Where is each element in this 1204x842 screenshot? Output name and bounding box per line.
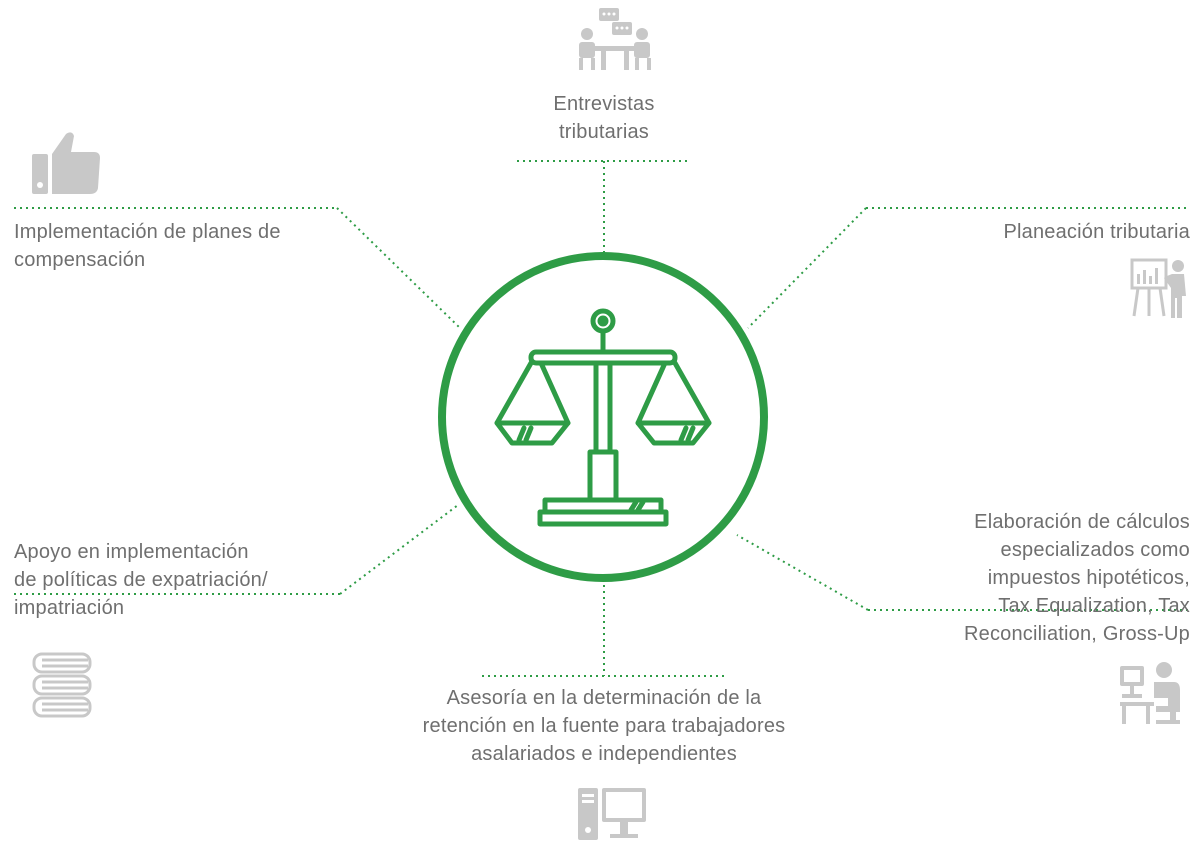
label-asesoria-retencion: Asesoría en la determinación de la reten…: [360, 684, 848, 768]
center-circle: [438, 252, 768, 582]
connector-bottom-left-diag: [339, 504, 459, 595]
label-line: Implementación de planes de: [14, 221, 281, 243]
label-apoyo-expatriacion: Apoyo en implementación de políticas de …: [14, 538, 354, 622]
office-worker-icon: [1120, 662, 1180, 724]
label-line: impuestos hipotéticos,: [987, 567, 1190, 589]
label-line: de políticas de expatriación/: [14, 569, 268, 591]
label-line: Planeación tributaria: [1003, 221, 1190, 243]
label-line: especializados como: [1000, 539, 1190, 561]
label-line: compensación: [14, 249, 146, 271]
presentation-icon: [1130, 258, 1186, 318]
label-line: tributarias: [558, 121, 649, 143]
label-implementacion-planes: Implementación de planes de compensación: [14, 218, 374, 274]
thumbs-up-icon: [32, 132, 100, 194]
connector-top-left-diag: [336, 207, 461, 329]
connector-top-right-diag: [747, 207, 867, 329]
label-calculos-especializados: Elaboración de cálculos especializados c…: [880, 508, 1190, 648]
label-line: Tax Equalization, Tax: [998, 595, 1190, 617]
label-line: Apoyo en implementación: [14, 541, 249, 563]
label-line: retención en la fuente para trabajadores: [422, 715, 786, 737]
label-line: Asesoría en la determinación de la: [446, 687, 762, 709]
label-line: asalariados e independientes: [471, 743, 737, 765]
meeting-icon: [579, 8, 651, 70]
label-entrevistas-tributarias: Entrevistas tributarias: [520, 90, 688, 146]
connector-bottom-right-diag: [736, 534, 869, 611]
desktop-computer-icon: [578, 788, 646, 840]
scales-of-justice-icon: [494, 308, 712, 527]
label-line: Reconciliation, Gross-Up: [964, 623, 1190, 645]
label-line: Entrevistas: [553, 93, 655, 115]
connectors: [14, 160, 1190, 677]
label-line: Elaboración de cálculos: [974, 511, 1190, 533]
label-line: impatriación: [14, 597, 125, 619]
label-planeacion-tributaria: Planeación tributaria: [880, 218, 1190, 246]
books-icon: [32, 652, 92, 718]
